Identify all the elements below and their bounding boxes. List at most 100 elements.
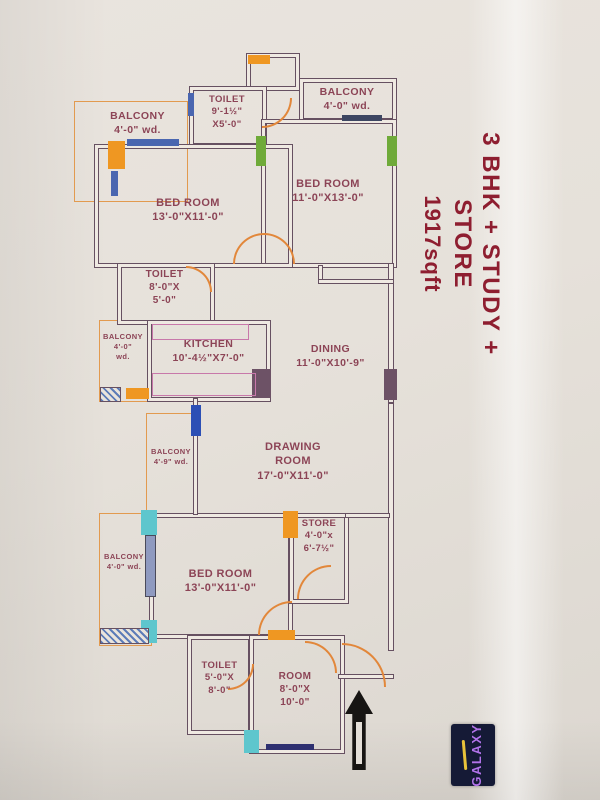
label-drawing-room: DRAWING ROOM 17'-0"X11'-0" [243,440,343,483]
room-name: TOILET [201,660,238,671]
room-name: BALCONY [319,86,375,98]
balcony-kitchen-outline [99,320,150,402]
window-marker-blue-balcony-top [127,139,179,146]
room-name: BALCONY [103,332,143,341]
room-dim: 5'-0" [152,295,177,306]
kitchen-walls [147,320,271,402]
room-name: BALCONY [104,552,144,561]
room-dim: 4'-0" [113,341,133,351]
plan-title-text: 3 BHK + STUDY + STORE [449,132,504,356]
wall-dining-right [388,263,394,403]
toilet-bottom-walls [187,635,253,735]
north-arrow-slot [356,722,362,764]
room-name: TOILET [208,94,245,105]
kitchen-counter-bottom [152,373,256,396]
hatch-marker-bottom-balcony [100,628,149,644]
bedroom-top-right-walls [261,119,397,268]
room-name: BED ROOM [156,197,220,209]
room-dim: 5'-0"X [204,672,235,684]
room-dim: wd. [116,351,130,361]
room-dim: 9'-1½" [211,106,243,118]
window-marker-blue-toilet-top [188,93,194,116]
window-marker-green-left [256,136,266,166]
room-name: ROOM [275,455,311,468]
label-toilet-bottom: TOILET 5'-0"X 8'-0" [192,660,247,697]
north-arrow-icon [345,690,373,770]
opening-marker-orange-notch [248,55,270,64]
wall-fill-purple-dining [384,369,397,400]
label-toilet-mid: TOILET 8'-0"X 5'-0" [122,268,207,307]
room-name: BED ROOM [188,568,253,580]
balcony-top-right-walls [299,78,397,123]
room-name: KITCHEN [183,338,234,350]
label-toilet-top: TOILET 9'-1½" X5'-0" [193,94,261,131]
room-dim: 13'-0"X11'-0" [184,582,257,595]
room-name: ROOM [278,671,312,682]
room-dim: 8'-0" [208,684,231,696]
store-walls [289,513,349,604]
window-marker-green-right [387,136,397,166]
room-name: BALCONY [110,110,165,122]
plan-title: 3 BHK + STUDY + STORE 1917sqft [420,84,504,404]
room-dim: X5'-0" [212,118,242,130]
room-dim: 11'-0"X10'-9" [296,356,365,369]
label-balcony-top-left: BALCONY 4'-0" wd. [90,110,185,137]
label-kitchen: KITCHEN 10'-4½"X7'-0" [156,338,261,365]
label-bedroom-top-left: BED ROOM 13'-0"X11'-0" [128,196,248,225]
opening-marker-orange-kitchen-balcony [126,388,149,399]
label-balcony-bottom-left: BALCONY 4'-0" wd. [101,552,147,572]
room-name: DINING [310,343,351,355]
wall-right-outer [388,403,394,651]
wall-fill-purple-kitchen [252,369,271,398]
window-sill-room-bottom [266,744,314,750]
room-dim: 8'-0"X [279,684,311,695]
window-marker-cyan-room [244,730,259,753]
opening-marker-orange-room [268,630,295,640]
builder-logo: GALAXY [451,723,495,787]
door-arc-main-entrance [342,643,386,687]
label-store: STORE 4'-0"x 6'-7½" [296,518,342,555]
wall-step-horizontal [318,279,394,284]
room-name: TOILET [145,269,184,280]
hatch-marker-kitchen-balcony [100,387,121,402]
room-dim: 17'-0"X11'-0" [257,469,329,482]
room-dim: 4'-9" wd. [153,456,189,466]
room-name: STORE [301,518,337,529]
wall-drawing-left [193,398,198,515]
plan-area-text: 1917sqft [420,195,445,293]
room-dim: 8'-0"X [149,282,180,293]
room-dim: 10'-0" [280,697,310,708]
room-dim: 6'-7½" [303,542,335,554]
label-room-bottom: ROOM 8'-0"X 10'-0" [255,670,335,709]
room-dim: 4'-0" wd. [114,123,161,136]
balcony-top-left-outline [74,101,188,202]
room-dim: 13'-0"X11'-0" [152,211,224,224]
label-balcony-kitchen: BALCONY 4'-0" wd. [100,332,146,361]
label-balcony-top-right: BALCONY 4'-0" wd. [306,86,388,113]
opening-marker-orange-balcony-top-left [108,141,125,169]
label-dining: DINING 11'-0"X10'-9" [288,343,373,370]
room-name: BED ROOM [296,178,360,190]
room-bottom-walls [249,635,345,754]
room-dim: 10'-4½"X7'-0" [172,351,245,364]
window-marker-blue-drawing [191,405,201,436]
room-dim: 11'-0"X13'-0" [292,192,364,205]
room-dim: 4'-0"x [304,530,334,542]
label-balcony-mid-left: BALCONY 4'-9" wd. [148,447,194,467]
window-marker-cyan-top [141,510,157,535]
window-marker-bedroom-bottom [145,535,156,597]
room-name: DRAWING [265,441,321,453]
label-bedroom-top-right: BED ROOM 11'-0"X13'-0" [272,177,384,206]
opening-marker-orange-store [283,511,298,538]
logo-accent-stripe [461,739,467,771]
wall-drawing-bottom-right [345,513,390,518]
window-marker-blue-left-wall [111,171,118,196]
label-bedroom-bottom: BED ROOM 13'-0"X11'-0" [158,567,283,596]
room-dim: 4'-0" wd. [323,99,371,112]
room-name: BALCONY [151,447,191,456]
entry-notch-walls [246,53,300,91]
kitchen-counter-top [152,324,249,340]
window-sill-balcony-top-right [342,115,382,121]
logo-text: GALAXY [468,723,484,787]
